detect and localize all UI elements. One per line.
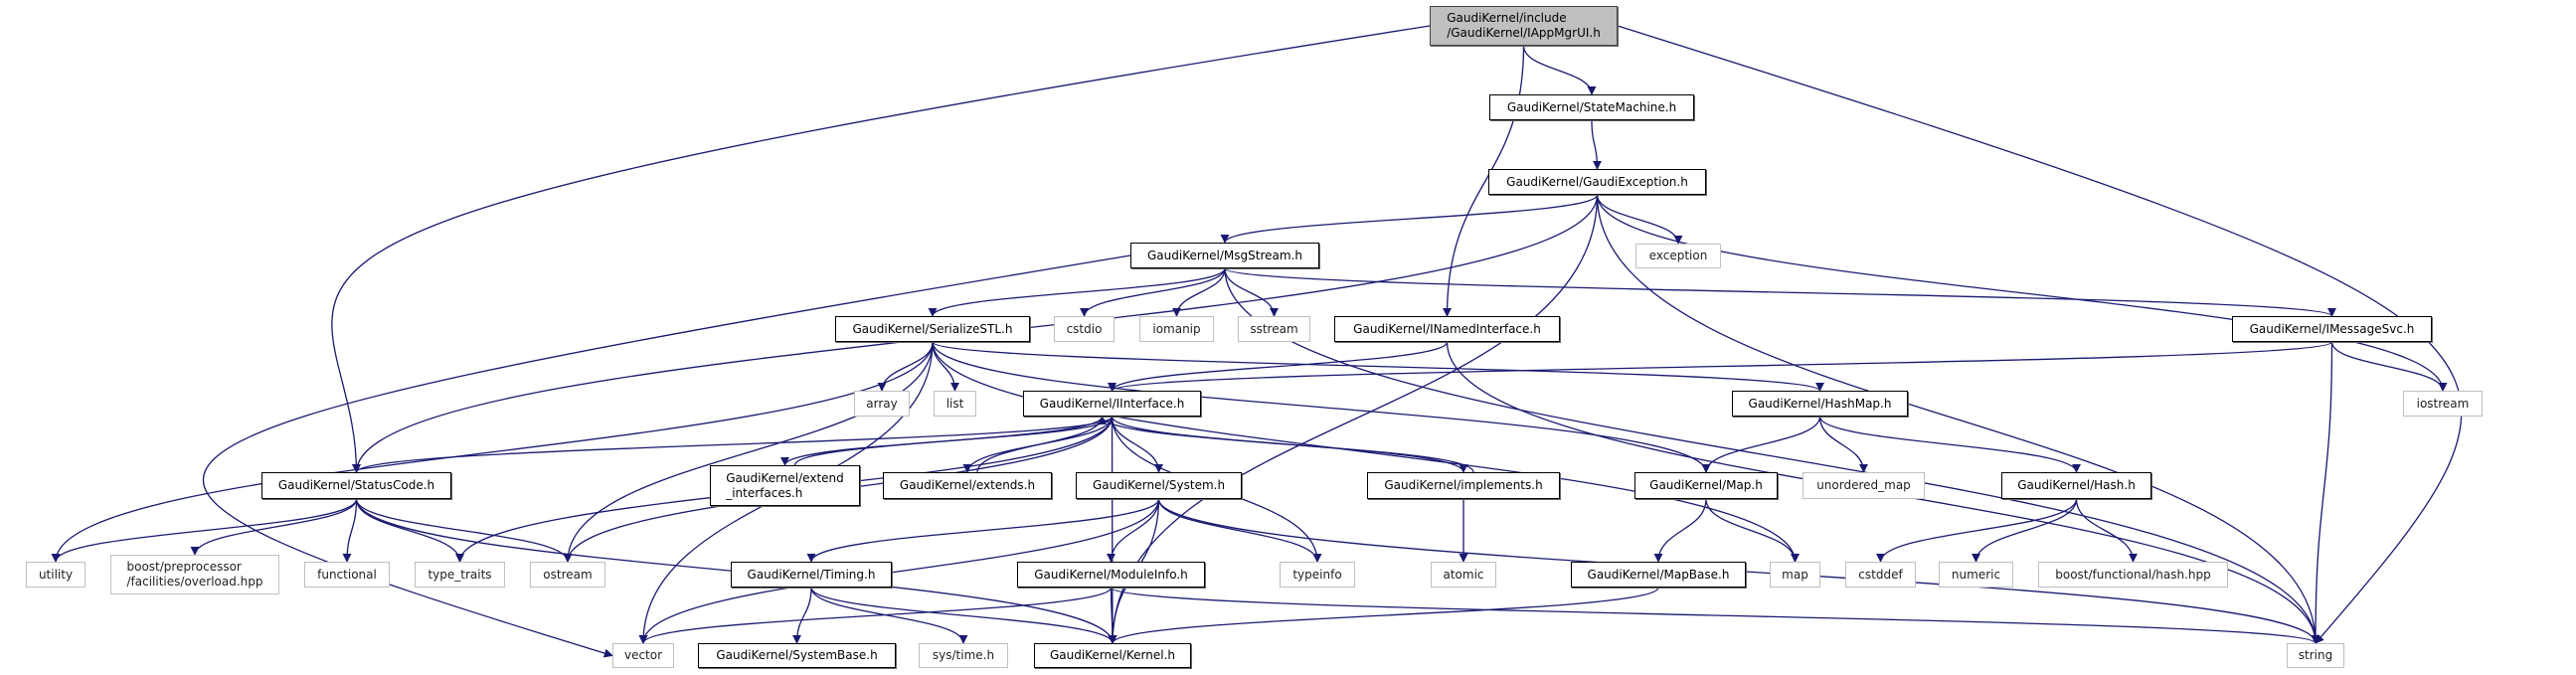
edge-hash-to-cstddef bbox=[1876, 498, 2078, 563]
node-type-traits: type_traits bbox=[415, 562, 505, 588]
node-iinterface[interactable]: GaudiKernel/IInterface.h bbox=[1023, 391, 1201, 417]
node-root[interactable]: GaudiKernel/include /GaudiKernel/IAppMgr… bbox=[1430, 6, 1618, 46]
edge-gaudiexception-to-string bbox=[1596, 194, 2320, 644]
node-implements[interactable]: GaudiKernel/implements.h bbox=[1367, 472, 1560, 499]
edge-inamedinterface-to-iinterface bbox=[1108, 341, 1449, 392]
edge-serializestl-to-array bbox=[877, 341, 934, 392]
edge-gaudiexception-to-iostream bbox=[1596, 194, 2448, 392]
edge-iinterface-to-statuscode bbox=[352, 416, 1114, 473]
edge-hash-to-numeric bbox=[1971, 498, 2078, 563]
node-numeric: numeric bbox=[1939, 562, 2013, 588]
edge-imessagesvc-to-iostream bbox=[2330, 341, 2448, 392]
edge-moduleinfo-to-string bbox=[1110, 587, 2320, 644]
node-systembase[interactable]: GaudiKernel/SystemBase.h bbox=[698, 643, 896, 668]
edge-implements-to-iinterface bbox=[1098, 416, 1474, 473]
node-typeinfo: typeinfo bbox=[1280, 562, 1355, 588]
edge-msgstream-to-cstdio bbox=[1079, 267, 1226, 317]
edge-statuscode-to-functional bbox=[342, 498, 358, 563]
node-systime: sys/time.h bbox=[919, 643, 1008, 668]
node-mapbase[interactable]: GaudiKernel/MapBase.h bbox=[1571, 562, 1746, 588]
node-gaudiexception[interactable]: GaudiKernel/GaudiException.h bbox=[1488, 169, 1706, 195]
edge-timing-to-kernel bbox=[810, 587, 1117, 644]
edge-imessagesvc-to-iinterface bbox=[1108, 341, 2333, 392]
node-map-h[interactable]: GaudiKernel/Map.h bbox=[1634, 472, 1778, 499]
edge-hashmap-to-hash bbox=[1818, 416, 2081, 473]
edge-hashmap-to-unordered_map bbox=[1818, 416, 1869, 473]
node-functional: functional bbox=[304, 562, 390, 588]
node-atomic: atomic bbox=[1431, 562, 1496, 588]
node-ostream: ostream bbox=[530, 562, 605, 588]
node-hashmap[interactable]: GaudiKernel/HashMap.h bbox=[1732, 391, 1908, 417]
edge-extend_interfaces-to-iinterface bbox=[793, 416, 1107, 466]
edge-gaudiexception-to-msgstream bbox=[1220, 194, 1599, 244]
node-boost-hash: boost/functional/hash.hpp bbox=[2038, 562, 2228, 588]
node-exception: exception bbox=[1635, 244, 1721, 268]
node-boost-pp: boost/preprocessor /facilities/overload.… bbox=[110, 555, 279, 594]
edge-serializestl-to-map_h bbox=[932, 341, 1711, 473]
edge-imessagesvc-to-string bbox=[2311, 341, 2333, 644]
node-vector: vector bbox=[612, 643, 674, 668]
node-imessagesvc[interactable]: GaudiKernel/IMessageSvc.h bbox=[2232, 316, 2432, 342]
edge-statuscode-to-utility bbox=[51, 498, 358, 563]
node-statuscode[interactable]: GaudiKernel/StatusCode.h bbox=[261, 472, 451, 499]
edge-system-to-vector bbox=[638, 498, 1160, 644]
edge-hashmap-to-map_h bbox=[1701, 416, 1821, 473]
node-statemachine[interactable]: GaudiKernel/StateMachine.h bbox=[1489, 94, 1694, 120]
edge-statemachine-to-gaudiexception bbox=[1591, 119, 1603, 170]
edge-system-to-timing bbox=[806, 498, 1160, 563]
node-array: array bbox=[854, 391, 910, 417]
edge-msgstream-to-serializestl bbox=[928, 267, 1226, 317]
edge-moduleinfo-to-vector bbox=[638, 587, 1113, 644]
node-utility: utility bbox=[26, 562, 86, 588]
edge-map_h-to-mapbase bbox=[1653, 498, 1707, 563]
node-msgstream[interactable]: GaudiKernel/MsgStream.h bbox=[1130, 243, 1319, 268]
node-unordered-map: unordered_map bbox=[1803, 472, 1925, 499]
node-timing[interactable]: GaudiKernel/Timing.h bbox=[731, 562, 892, 588]
edge-msgstream-to-iomanip bbox=[1171, 267, 1226, 317]
edge-statuscode-to-boost_pp bbox=[190, 498, 358, 556]
edge-root-to-inamedinterface bbox=[1442, 45, 1525, 317]
edge-msgstream-to-sstream bbox=[1224, 267, 1280, 317]
node-sstream: sstream bbox=[1238, 316, 1310, 342]
edge-system-to-typeinfo bbox=[1157, 498, 1322, 563]
node-cstdio: cstdio bbox=[1054, 316, 1115, 342]
node-inamedinterface[interactable]: GaudiKernel/INamedInterface.h bbox=[1334, 316, 1560, 342]
edge-gaudiexception-to-exception bbox=[1596, 194, 1683, 245]
edge-serializestl-to-map bbox=[932, 341, 1800, 563]
node-cstddef: cstddef bbox=[1845, 562, 1916, 588]
edge-map_h-to-map bbox=[1705, 498, 1801, 563]
edge-iinterface-to-kernel bbox=[1108, 416, 1117, 644]
edge-hash-to-boost_hash bbox=[2075, 498, 2139, 563]
edge-statuscode-to-ostream bbox=[355, 498, 573, 563]
node-string: string bbox=[2287, 643, 2344, 668]
node-list: list bbox=[934, 391, 976, 417]
node-map: map bbox=[1770, 562, 1820, 588]
edge-msgstream-to-imessagesvc bbox=[1224, 267, 2336, 317]
edge-serializestl-to-hashmap bbox=[932, 341, 1824, 392]
edge-gaudiexception-to-kernel bbox=[1108, 194, 1599, 644]
edge-system-to-moduleinfo bbox=[1106, 498, 1160, 563]
edge-serializestl-to-ostream bbox=[563, 341, 934, 563]
node-moduleinfo[interactable]: GaudiKernel/ModuleInfo.h bbox=[1017, 562, 1205, 588]
edge-root-to-statuscode bbox=[331, 25, 1431, 473]
node-iostream: iostream bbox=[2403, 391, 2483, 417]
edge-serializestl-to-utility bbox=[51, 341, 934, 563]
edge-root-to-statemachine bbox=[1522, 45, 1597, 95]
node-hash[interactable]: GaudiKernel/Hash.h bbox=[2001, 472, 2151, 499]
node-extends[interactable]: GaudiKernel/extends.h bbox=[883, 472, 1052, 499]
node-system[interactable]: GaudiKernel/System.h bbox=[1076, 472, 1242, 499]
node-extend-interfaces[interactable]: GaudiKernel/extend _interfaces.h bbox=[710, 465, 860, 506]
edge-timing-to-systembase bbox=[791, 587, 812, 644]
node-serializestl[interactable]: GaudiKernel/SerializeSTL.h bbox=[835, 316, 1030, 342]
node-kernel[interactable]: GaudiKernel/Kernel.h bbox=[1034, 643, 1191, 668]
edge-statuscode-to-type_traits bbox=[355, 498, 465, 563]
edge-mapbase-to-kernel bbox=[1108, 587, 1659, 644]
node-iomanip: iomanip bbox=[1139, 316, 1214, 342]
edge-extends-to-iinterface bbox=[976, 416, 1108, 473]
